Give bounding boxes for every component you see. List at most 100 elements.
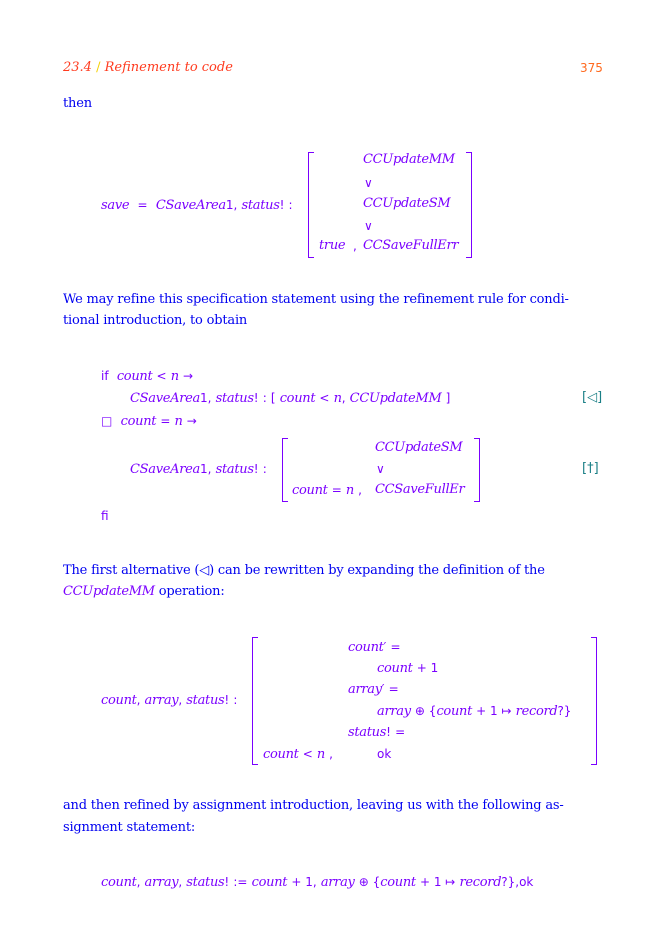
math-var: count xyxy=(348,640,384,655)
section-number: 23.4 xyxy=(63,60,92,75)
math-op: ! xyxy=(224,875,230,889)
prime: ′ xyxy=(383,640,387,654)
math-op: : xyxy=(233,693,238,707)
math-var: count xyxy=(377,661,413,676)
math-var: count xyxy=(251,875,288,890)
arrow-icon: → xyxy=(182,369,194,383)
assignment-statement: count, array, status! := count + 1, arra… xyxy=(101,874,533,891)
math-var: count xyxy=(436,704,473,719)
left-bracket xyxy=(252,637,258,765)
precondition: true xyxy=(319,238,346,253)
math-op: + 1, xyxy=(291,875,317,889)
math-op: = xyxy=(331,483,342,497)
math-var: n xyxy=(333,391,342,406)
postcondition-row: CCUpdateSM xyxy=(375,440,463,455)
math-op: , xyxy=(353,239,357,253)
math-op: ! xyxy=(279,198,285,212)
postcondition-row: count′ = xyxy=(348,639,401,656)
math-var: record xyxy=(459,875,502,890)
arrow-icon: → xyxy=(186,414,197,428)
postcondition-row: CCUpdateMM xyxy=(363,152,455,167)
paragraph-line: We may refine this specification stateme… xyxy=(63,292,569,307)
paragraph-line: and then refined by assignment introduct… xyxy=(63,798,564,813)
postcondition-row: count + 1 xyxy=(377,660,438,677)
right-bracket xyxy=(466,152,472,258)
paragraph-then: then xyxy=(63,96,92,111)
math-op: = xyxy=(160,414,171,428)
math-op: : xyxy=(288,198,293,212)
math-var: status xyxy=(241,198,280,213)
or-symbol: ∨ xyxy=(376,462,385,476)
if-guard-line: if count < n → xyxy=(101,368,193,385)
precondition: count = n , xyxy=(292,482,362,499)
math-op: , xyxy=(136,693,141,707)
math-op: = xyxy=(395,725,406,739)
paragraph-line: signment statement: xyxy=(63,820,196,835)
math-op: , xyxy=(207,391,212,405)
math-op: ⊕ { xyxy=(414,704,437,718)
postcondition-row: CCUpdateSM xyxy=(363,196,451,211)
math-op: < xyxy=(156,369,167,383)
box-symbol-icon: □ xyxy=(101,414,113,428)
math-var: CSaveArea xyxy=(130,462,200,477)
if-keyword: if xyxy=(101,369,109,383)
math-var: CSaveArea xyxy=(155,198,226,213)
math-var: count xyxy=(120,414,157,429)
math-op: , xyxy=(207,462,212,476)
math-var: array xyxy=(320,875,355,890)
frame-lhs: count, array, status! : xyxy=(101,692,237,709)
math-num: 1 xyxy=(200,391,208,405)
math-var: array xyxy=(144,693,179,708)
math-op: , xyxy=(233,198,238,212)
math-var: status xyxy=(215,391,254,406)
math-var: array xyxy=(144,875,179,890)
math-op: + 1 ↦ xyxy=(419,875,456,889)
math-op: , xyxy=(515,875,520,889)
postcondition-row: status! = xyxy=(348,724,405,741)
save-definition-lhs: save = CSaveArea1, status! : xyxy=(101,197,293,214)
postcondition-row: CCSaveFullEr xyxy=(375,482,465,497)
math-op: + 1 xyxy=(416,661,439,675)
left-bracket xyxy=(308,152,314,258)
precondition: count < n , xyxy=(263,746,333,763)
math-op: = xyxy=(388,682,399,696)
header-separator: / xyxy=(96,60,101,75)
else-guard-line: □ count = n → xyxy=(101,413,197,430)
math-var: status xyxy=(186,693,225,708)
math-op: = xyxy=(390,640,401,654)
math-var: status xyxy=(348,725,387,740)
math-var: record xyxy=(515,704,558,719)
left-bracket xyxy=(282,438,288,502)
math-var: count xyxy=(263,747,299,762)
math-op: , xyxy=(341,391,346,405)
math-op: ⊕ { xyxy=(358,875,381,889)
math-op: = xyxy=(137,198,148,212)
math-var: save xyxy=(101,198,130,213)
math-op: , xyxy=(329,747,333,761)
operation-name: CCUpdateMM xyxy=(63,584,155,599)
statement-1: CSaveArea1, status! : [ count < n, CCUpd… xyxy=(130,390,450,407)
postcondition-row: array′ = xyxy=(348,681,399,698)
postcondition-row: CCSaveFullErr xyxy=(363,238,459,253)
or-symbol: ∨ xyxy=(364,176,373,190)
math-var: count xyxy=(101,875,137,890)
math-num: 1 xyxy=(225,198,234,212)
math-op: : xyxy=(262,391,267,405)
math-op: < xyxy=(302,747,313,761)
math-var: count xyxy=(380,875,416,890)
math-op: ] xyxy=(445,391,451,405)
postcondition-row: array ⊕ {count + 1 ↦ record?} xyxy=(377,703,571,720)
paragraph-line: CCUpdateMM operation: xyxy=(63,584,225,600)
math-var: n xyxy=(316,747,325,762)
label-tag: [◁] xyxy=(582,390,603,405)
running-header: 23.4 / Refinement to code xyxy=(63,60,233,76)
math-var: count xyxy=(101,693,137,708)
section-title: Refinement to code xyxy=(104,60,233,75)
right-bracket xyxy=(591,637,597,765)
math-var: count xyxy=(279,391,316,406)
or-symbol: ∨ xyxy=(364,219,373,233)
math-var: count xyxy=(292,483,328,498)
math-var: CSaveArea xyxy=(130,391,200,406)
statement-2: CSaveArea1, status! : xyxy=(130,461,267,478)
math-var: status xyxy=(215,462,254,477)
